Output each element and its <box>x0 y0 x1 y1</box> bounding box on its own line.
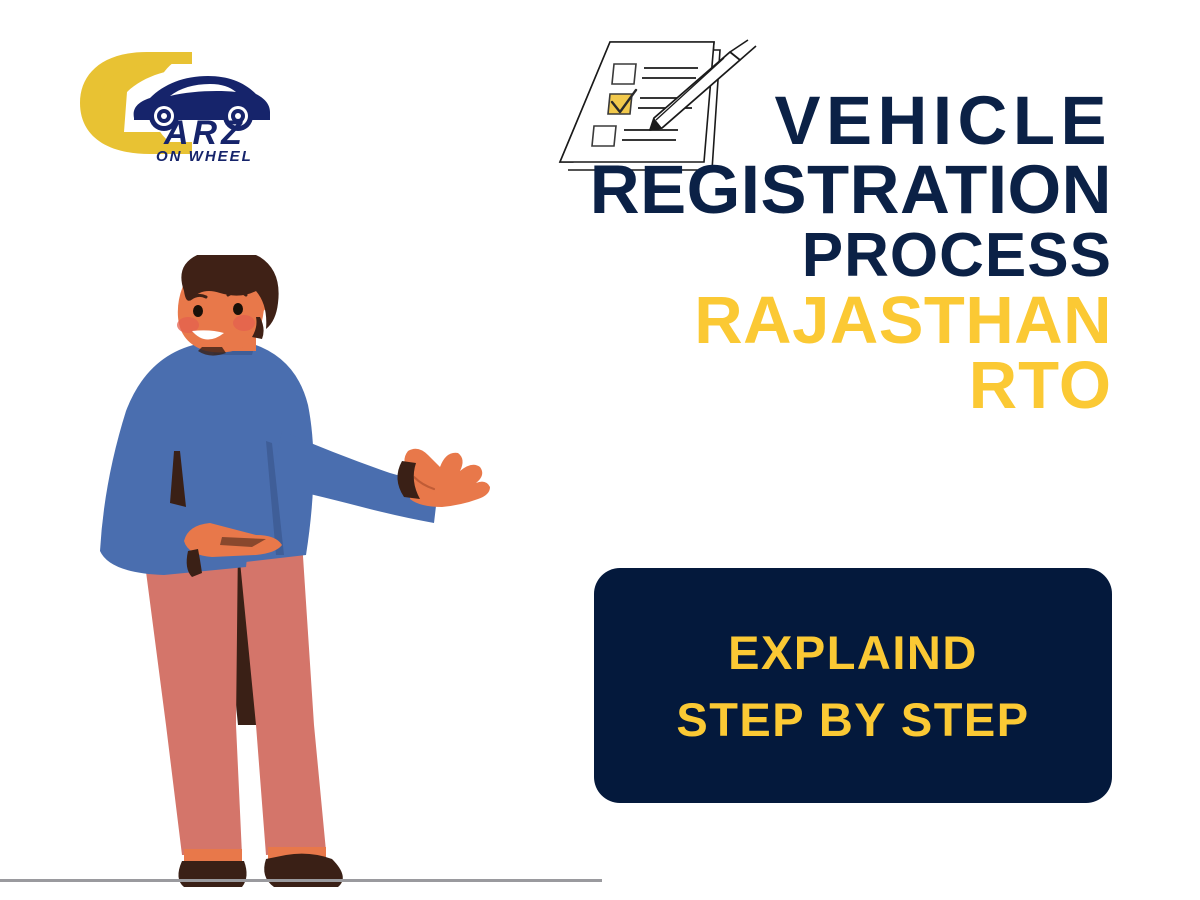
title-line-rto: RTO <box>968 347 1112 423</box>
title-line-rajasthan: RAJASTHAN <box>694 282 1112 358</box>
logo-c-outline <box>80 52 192 154</box>
pen-icon <box>649 39 757 131</box>
illustration-head <box>177 255 279 356</box>
illustration-shoes <box>178 847 343 887</box>
logo-car-silhouette <box>133 76 270 131</box>
cta-banner: EXPLAIND STEP BY STEP <box>594 568 1112 803</box>
brand-logo: ARZ ON WHEEL <box>72 46 272 166</box>
checkbox-3-icon <box>591 125 617 147</box>
ground-line <box>0 879 602 882</box>
logo-arz-text: ARZ <box>163 114 246 152</box>
illustration-pants <box>142 541 326 855</box>
checkbox-2-checked-icon <box>607 93 633 115</box>
man-presenting-illustration <box>70 255 500 895</box>
title-line-registration: REGISTRATION <box>589 150 1112 228</box>
poster-title-block: VEHICLE REGISTRATION PROCESS RAJASTHAN R… <box>420 82 1112 423</box>
illustration-lower-hand <box>184 523 282 577</box>
checkbox-1-icon <box>611 63 637 85</box>
title-line-process: PROCESS <box>801 220 1112 290</box>
cta-line-explaind: EXPLAIND <box>728 625 978 679</box>
logo-tagline-text: ON WHEEL <box>156 148 253 165</box>
title-line-vehicle: VEHICLE <box>774 82 1112 159</box>
cta-line-step-by-step: STEP BY STEP <box>676 692 1030 746</box>
checklist-document-icon <box>552 38 762 178</box>
illustration-extended-hand <box>397 448 490 507</box>
